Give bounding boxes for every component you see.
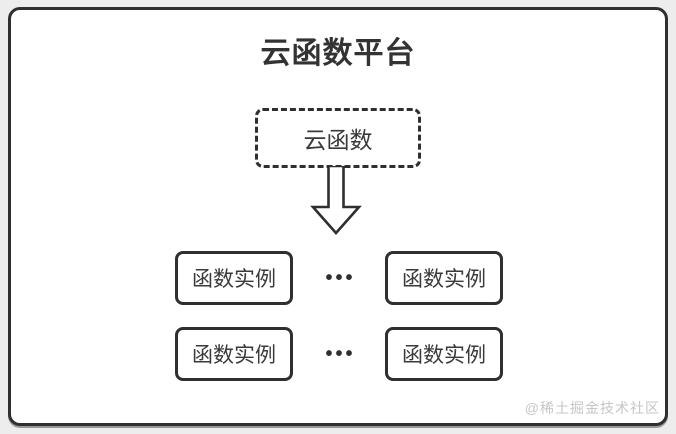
cloud-function-box: 云函数 <box>255 108 421 168</box>
diagram-title: 云函数平台 <box>260 37 416 70</box>
function-instance-label: 函数实例 <box>192 344 276 367</box>
watermark: @稀土掘金技术社区 <box>524 400 660 416</box>
ellipsis: ••• <box>293 327 385 381</box>
down-arrow-icon <box>308 164 364 236</box>
function-instance-label: 函数实例 <box>402 344 486 367</box>
ellipsis: ••• <box>293 251 385 305</box>
cloud-function-label: 云函数 <box>303 127 373 153</box>
function-instance-label: 函数实例 <box>402 268 486 291</box>
function-instance-box: 函数实例 <box>385 251 503 305</box>
function-instance-box: 函数实例 <box>385 327 503 381</box>
function-instance-label: 函数实例 <box>192 268 276 291</box>
ellipsis-dots: ••• <box>325 342 356 365</box>
function-instance-box: 函数实例 <box>175 251 293 305</box>
function-instance-box: 函数实例 <box>175 327 293 381</box>
ellipsis-dots: ••• <box>325 266 356 289</box>
